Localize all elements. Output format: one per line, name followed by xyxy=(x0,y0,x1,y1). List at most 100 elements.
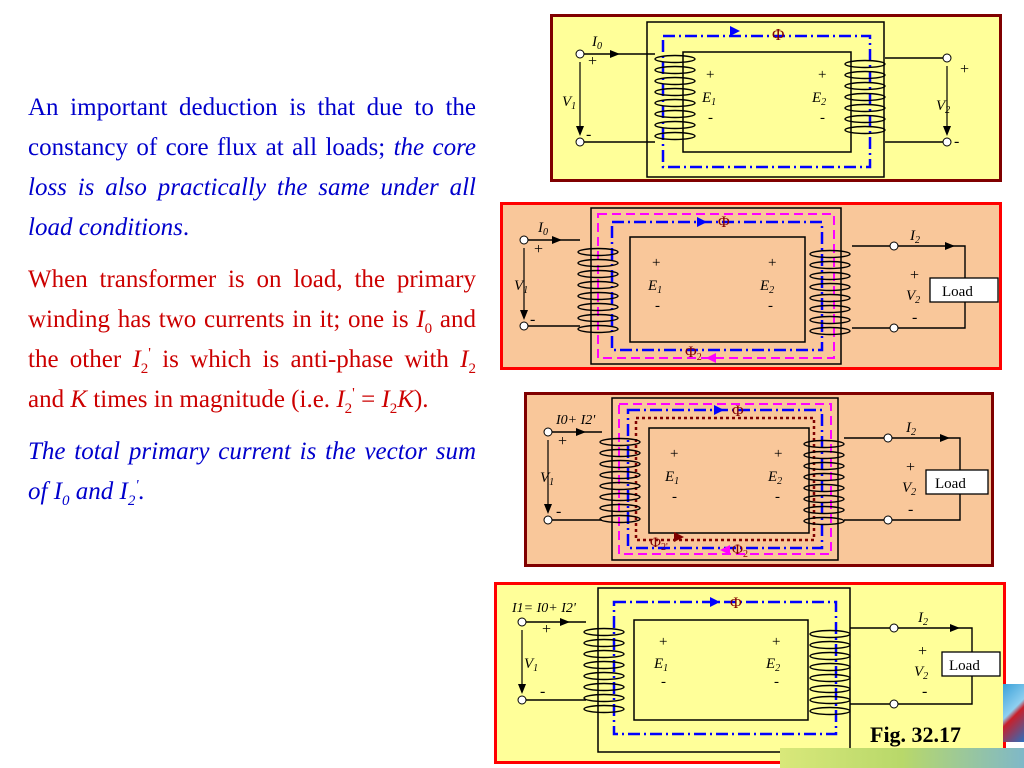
para2-s5: times in magnitude (i.e. xyxy=(93,386,331,413)
symbol-i2-prime-mark: ' xyxy=(148,345,151,362)
eq-lhs-prime: ' xyxy=(352,385,355,402)
svg-text:-: - xyxy=(908,501,913,518)
label-e1-plus: + xyxy=(706,67,714,83)
svg-text:-: - xyxy=(540,683,545,700)
svg-text:I2: I2 xyxy=(917,610,928,628)
svg-text:+: + xyxy=(542,621,551,638)
svg-text:E1: E1 xyxy=(647,278,662,296)
svg-text:E1: E1 xyxy=(664,469,679,487)
svg-text:Load: Load xyxy=(949,658,980,674)
svg-text:E2: E2 xyxy=(765,656,780,674)
label-phi: Φ xyxy=(772,25,784,44)
svg-text:+: + xyxy=(659,634,667,650)
svg-text:+: + xyxy=(768,255,776,271)
para2-s4: and xyxy=(28,386,65,413)
paragraph-vector-sum: The total primary current is the vector … xyxy=(28,432,476,512)
text-column: An important deduction is that due to th… xyxy=(28,88,476,524)
label-i2: I2 xyxy=(909,228,920,246)
eq-rhs-k: K xyxy=(397,386,414,413)
para2-s3: is which is anti-phase with xyxy=(162,346,449,373)
diagram-on-load: Φ Φ2 Load I0 + V1 - + E1 - + E2 - I2 + V… xyxy=(500,202,1002,370)
diagram-no-load-svg: Φ I0 + V1 - + E1 - + E2 - + V2 - xyxy=(550,14,1002,182)
label-minus: - xyxy=(586,126,591,143)
svg-text:I0: I0 xyxy=(537,220,548,238)
label-plus: + xyxy=(588,53,597,70)
svg-text:+: + xyxy=(910,267,919,284)
svg-text:E1: E1 xyxy=(653,656,668,674)
para1-text: An important deduction is that due to th… xyxy=(28,94,476,161)
eq-lhs: I xyxy=(336,386,345,413)
paragraph-load-currents: When transformer is on load, the primary… xyxy=(28,260,476,420)
diagram-on-load-svg: Φ Φ2 Load I0 + V1 - + E1 - + E2 - I2 + V… xyxy=(500,202,1002,370)
figure-label: Fig. 32.17 xyxy=(870,722,962,747)
label-e1-minus: - xyxy=(708,110,713,126)
para2-s1: When transformer is on load, the primary… xyxy=(28,266,476,333)
label-e1: E1 xyxy=(701,90,716,108)
svg-text:+: + xyxy=(906,459,915,476)
label-e2: E2 xyxy=(811,90,826,108)
para3-s1: The total primary current is the vector … xyxy=(28,438,476,505)
core-window xyxy=(682,51,852,153)
diagram-counter-flux-svg: Φ Φ2' Φ2 Load I0+ I2' + V1 - + E1 - + E2… xyxy=(524,392,994,567)
core-outer xyxy=(646,21,885,178)
para3-i0: I xyxy=(53,478,63,505)
label-phi2: Φ2 xyxy=(685,344,702,363)
diagram-resultant: Φ Load I1= I0+ I2' + V1 - + E1 - + E2 - … xyxy=(494,582,1006,764)
svg-text:+: + xyxy=(652,255,660,271)
svg-text:+: + xyxy=(558,433,567,450)
svg-text:-: - xyxy=(768,298,773,314)
para1-end: . xyxy=(182,214,190,241)
svg-text:+: + xyxy=(670,446,678,462)
label-phi2-prime: Φ2' xyxy=(650,535,668,553)
eq-operator: = xyxy=(361,386,376,413)
flux-path xyxy=(661,34,872,169)
eq-lhs-sub: 2 xyxy=(344,401,353,417)
label-i0-plus-i2p: I0+ I2' xyxy=(555,413,596,428)
para3-i2p: I xyxy=(119,478,128,505)
diagram-resultant-svg: Φ Load I1= I0+ I2' + V1 - + E1 - + E2 - … xyxy=(494,582,1006,764)
primary-coil xyxy=(654,54,696,141)
svg-text:-: - xyxy=(655,298,660,314)
symbol-i0: I xyxy=(416,306,425,333)
symbol-i2-sub: 2 xyxy=(468,361,477,377)
svg-text:-: - xyxy=(774,674,779,690)
decorative-bar xyxy=(780,748,1024,768)
label-v2-plus: + xyxy=(960,61,969,78)
para1-italic: the core loss is also practically the sa… xyxy=(28,134,476,241)
svg-text:+: + xyxy=(772,634,780,650)
svg-text:Φ2: Φ2 xyxy=(732,542,748,560)
svg-text:E2: E2 xyxy=(759,278,774,296)
svg-text:E2: E2 xyxy=(767,469,782,487)
svg-text:+: + xyxy=(918,643,927,660)
svg-text:V2: V2 xyxy=(902,480,916,498)
symbol-i2: I xyxy=(460,346,469,373)
para3-i2p-prime: ' xyxy=(135,477,139,494)
symbol-i2-prime-sub: 2 xyxy=(140,361,149,377)
svg-text:+: + xyxy=(534,241,543,258)
paragraph-core-loss: An important deduction is that due to th… xyxy=(28,88,476,248)
label-i0: I0 xyxy=(591,34,602,52)
svg-text:-: - xyxy=(672,489,677,505)
symbol-i0-sub: 0 xyxy=(424,321,433,337)
label-i1-equation: I1= I0+ I2' xyxy=(511,601,577,616)
svg-text:I2: I2 xyxy=(905,420,916,438)
svg-text:-: - xyxy=(775,489,780,505)
label-load: Load xyxy=(942,284,973,300)
para3-i2p-sub: 2 xyxy=(127,493,136,509)
para3-and: and xyxy=(75,478,114,505)
svg-text:-: - xyxy=(661,674,666,690)
flux-arrow xyxy=(730,26,740,36)
label-v2-minus: - xyxy=(954,133,959,150)
svg-text:V2: V2 xyxy=(906,288,920,306)
svg-text:V1: V1 xyxy=(514,278,528,296)
secondary-coil xyxy=(844,59,886,135)
decorative-logo-strip xyxy=(1003,684,1024,742)
svg-text:V2: V2 xyxy=(914,664,928,682)
para3-i0-sub: 0 xyxy=(62,493,70,509)
symbol-i2-prime: I xyxy=(132,346,141,373)
load-box xyxy=(929,277,999,303)
svg-text:Φ: Φ xyxy=(718,214,730,231)
eq-rhs-sub: 2 xyxy=(389,401,398,417)
label-e2-plus: + xyxy=(818,67,826,83)
svg-text:V1: V1 xyxy=(540,470,554,488)
